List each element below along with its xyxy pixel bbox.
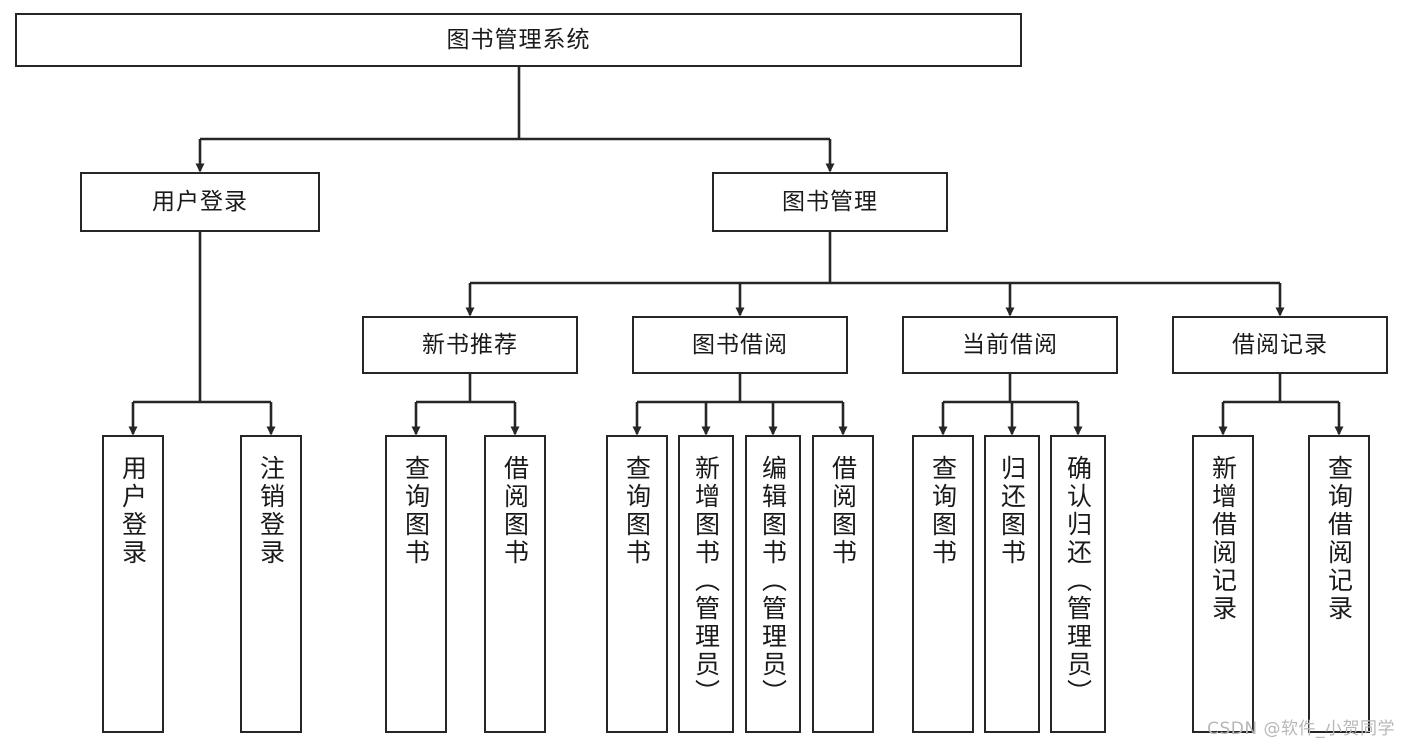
node-new-book-recommendation[interactable]: 新书推荐 bbox=[362, 316, 578, 374]
node-root-label: 图书管理系统 bbox=[446, 26, 591, 53]
node-leaf-query-book-label: 查询图书 bbox=[622, 455, 652, 567]
node-book-borrowing-label: 图书借阅 bbox=[692, 331, 788, 358]
node-current-borrowing-label: 当前借阅 bbox=[962, 331, 1058, 358]
node-leaf-logout-label: 注销登录 bbox=[256, 455, 286, 567]
node-user-login-label: 用户登录 bbox=[152, 188, 248, 215]
node-leaf-borrow-book-rec-label: 借阅图书 bbox=[500, 455, 530, 567]
node-leaf-borrow-book-rec[interactable]: 借阅图书 bbox=[484, 435, 546, 733]
node-leaf-return-book-label: 归还图书 bbox=[997, 455, 1027, 567]
node-leaf-query-book-rec-label: 查询图书 bbox=[401, 455, 431, 567]
node-leaf-query-current[interactable]: 查询图书 bbox=[912, 435, 974, 733]
node-leaf-query-book-rec[interactable]: 查询图书 bbox=[385, 435, 447, 733]
node-leaf-query-current-label: 查询图书 bbox=[928, 455, 958, 567]
node-leaf-edit-book[interactable]: 编辑图书（管理员） bbox=[745, 435, 801, 733]
node-book-borrowing[interactable]: 图书借阅 bbox=[632, 316, 848, 374]
node-leaf-user-login-label: 用户登录 bbox=[118, 455, 148, 567]
node-leaf-query-book[interactable]: 查询图书 bbox=[606, 435, 668, 733]
node-leaf-add-book-label: 新增图书（管理员） bbox=[691, 455, 721, 707]
node-leaf-borrow-book[interactable]: 借阅图书 bbox=[812, 435, 874, 733]
node-root-book-management-system[interactable]: 图书管理系统 bbox=[15, 13, 1022, 67]
csdn-watermark: CSDN @软件_小贺同学 bbox=[1207, 719, 1395, 739]
node-book-management[interactable]: 图书管理 bbox=[712, 172, 948, 232]
node-leaf-add-book[interactable]: 新增图书（管理员） bbox=[678, 435, 734, 733]
node-leaf-add-record-label: 新增借阅记录 bbox=[1208, 455, 1238, 623]
node-book-management-label: 图书管理 bbox=[782, 188, 878, 215]
node-leaf-edit-book-label: 编辑图书（管理员） bbox=[758, 455, 788, 707]
node-current-borrowing[interactable]: 当前借阅 bbox=[902, 316, 1118, 374]
node-leaf-confirm-return[interactable]: 确认归还（管理员） bbox=[1050, 435, 1106, 733]
node-leaf-user-login[interactable]: 用户登录 bbox=[102, 435, 164, 733]
node-leaf-confirm-return-label: 确认归还（管理员） bbox=[1063, 455, 1093, 707]
node-leaf-return-book[interactable]: 归还图书 bbox=[984, 435, 1040, 733]
node-borrowing-record-label: 借阅记录 bbox=[1232, 331, 1328, 358]
node-borrowing-record[interactable]: 借阅记录 bbox=[1172, 316, 1388, 374]
node-leaf-add-record[interactable]: 新增借阅记录 bbox=[1192, 435, 1254, 733]
node-new-book-recommendation-label: 新书推荐 bbox=[422, 331, 518, 358]
node-leaf-query-record[interactable]: 查询借阅记录 bbox=[1308, 435, 1370, 733]
node-leaf-logout[interactable]: 注销登录 bbox=[240, 435, 302, 733]
node-leaf-query-record-label: 查询借阅记录 bbox=[1324, 455, 1354, 623]
node-leaf-borrow-book-label: 借阅图书 bbox=[828, 455, 858, 567]
node-user-login[interactable]: 用户登录 bbox=[80, 172, 320, 232]
